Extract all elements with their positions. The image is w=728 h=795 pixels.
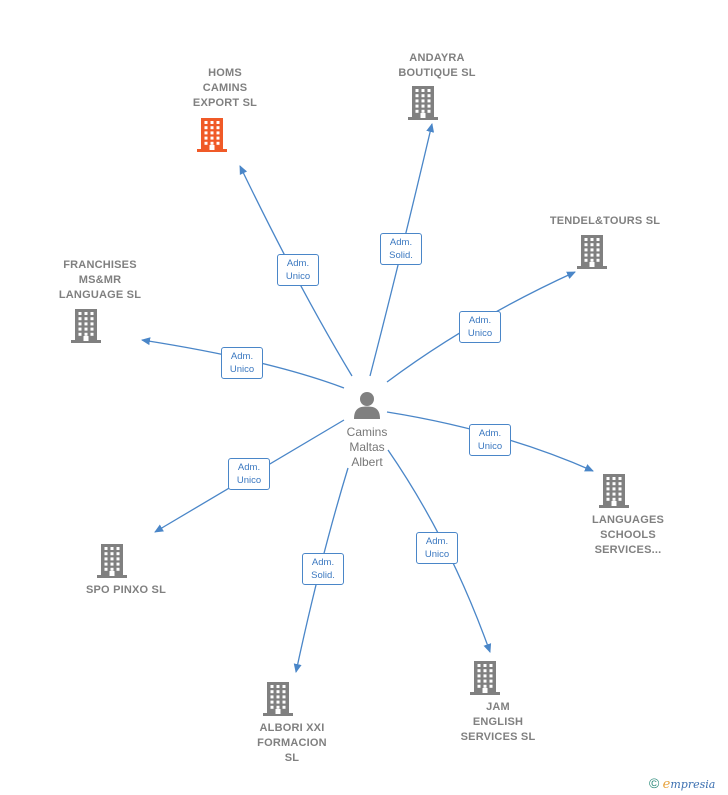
- building-icon-albori[interactable]: [261, 681, 295, 722]
- building-icon-franchises[interactable]: [69, 308, 103, 349]
- relation-label-languages[interactable]: Adm. Unico: [469, 424, 511, 456]
- building-icon-homs[interactable]: [195, 117, 229, 158]
- company-label-tendel[interactable]: TENDEL&TOURS SL: [549, 215, 661, 227]
- company-label-spo[interactable]: SPO PINXO SL: [85, 584, 167, 596]
- company-label-languages[interactable]: LANGUAGES SCHOOLS SERVICES...: [591, 514, 665, 556]
- company-label-homs[interactable]: HOMS CAMINS EXPORT SL: [192, 67, 258, 109]
- building-icon-languages[interactable]: [597, 473, 631, 514]
- relation-label-homs[interactable]: Adm. Unico: [277, 254, 319, 286]
- relation-label-franchises[interactable]: Adm. Unico: [221, 347, 263, 379]
- brand-initial: e: [662, 777, 671, 792]
- person-icon[interactable]: [352, 390, 382, 420]
- empresia-footer: © empresia: [649, 775, 715, 792]
- relation-label-andayra[interactable]: Adm. Solid.: [380, 233, 422, 265]
- center-person-label[interactable]: Camins Maltas Albert: [346, 425, 388, 469]
- relation-label-albori[interactable]: Adm. Solid.: [302, 553, 344, 585]
- copyright-symbol: ©: [649, 775, 660, 791]
- building-icon-tendel[interactable]: [575, 234, 609, 275]
- company-label-albori[interactable]: ALBORI XXI FORMACION SL: [257, 722, 327, 764]
- relation-label-jam[interactable]: Adm. Unico: [416, 532, 458, 564]
- building-icon-spo[interactable]: [95, 543, 129, 584]
- brand-rest: mpresia: [670, 778, 716, 791]
- relation-label-spo[interactable]: Adm. Unico: [228, 458, 270, 490]
- company-label-franchises[interactable]: FRANCHISES MS&MR LANGUAGE SL: [58, 259, 142, 301]
- company-label-andayra[interactable]: ANDAYRA BOUTIQUE SL: [398, 52, 476, 79]
- building-icon-jam[interactable]: [468, 660, 502, 701]
- relation-label-tendel[interactable]: Adm. Unico: [459, 311, 501, 343]
- company-label-jam[interactable]: JAM ENGLISH SERVICES SL: [460, 701, 536, 743]
- building-icon-andayra[interactable]: [406, 85, 440, 126]
